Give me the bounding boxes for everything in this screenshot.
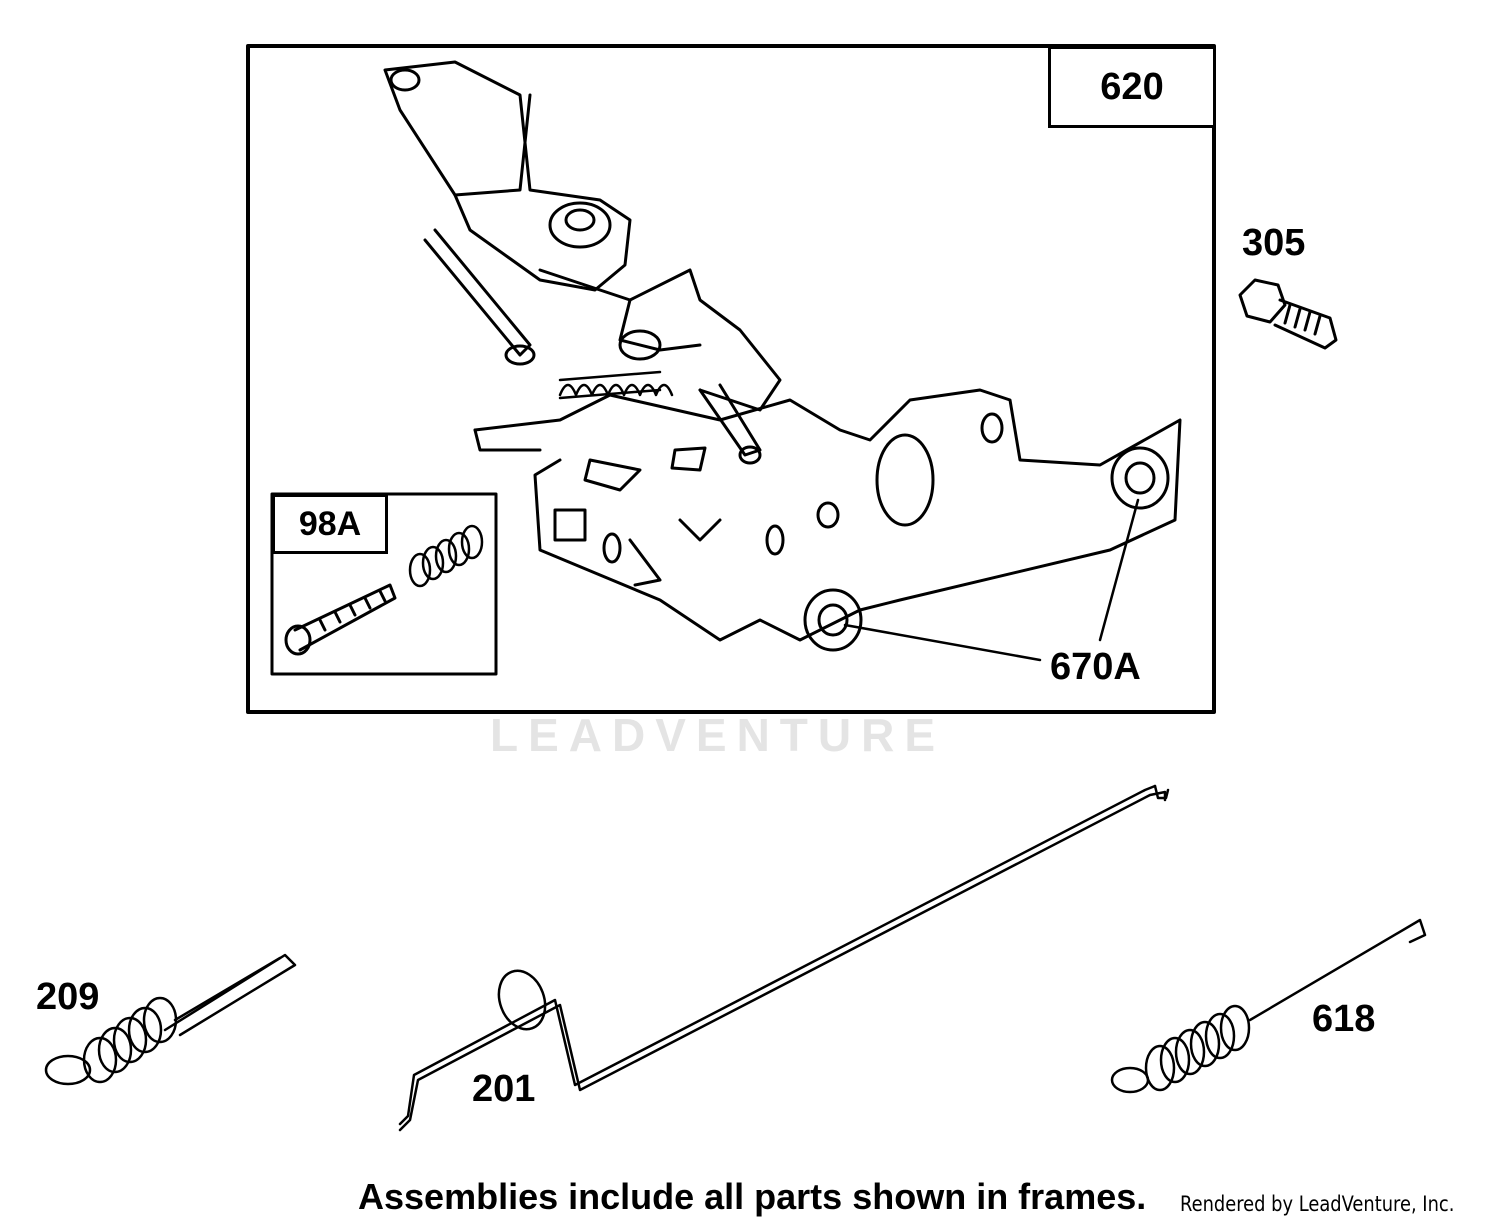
callout-670A: 670A [1050, 646, 1141, 688]
callout-305: 305 [1242, 222, 1306, 264]
render-credit: Rendered by LeadVenture, Inc. [1180, 1192, 1455, 1216]
callout-209: 209 [36, 976, 100, 1018]
control-bracket-drawing [383, 60, 1182, 652]
governor-spring-drawing [44, 953, 297, 1086]
watermark: LEADVENTURE [490, 709, 946, 761]
footer-note: Assemblies include all parts shown in fr… [358, 1176, 1147, 1217]
frame-620-text: 620 [1100, 65, 1164, 108]
adjust-screw-drawing [284, 583, 397, 656]
callout-201: 201 [472, 1068, 536, 1110]
adjust-spring-drawing [408, 524, 484, 588]
bolt-drawing [1238, 278, 1338, 350]
leader-670A-lower [843, 623, 1042, 662]
frame-label-98A: 98A [272, 494, 388, 554]
frame-label-620: 620 [1048, 46, 1216, 128]
frame-620 [246, 44, 1216, 714]
throttle-link-drawing [398, 784, 1170, 1132]
choke-spring-drawing [1110, 918, 1427, 1094]
frame-98A-text: 98A [298, 504, 362, 543]
callout-618: 618 [1312, 998, 1376, 1040]
leader-670A-upper [1098, 498, 1140, 642]
